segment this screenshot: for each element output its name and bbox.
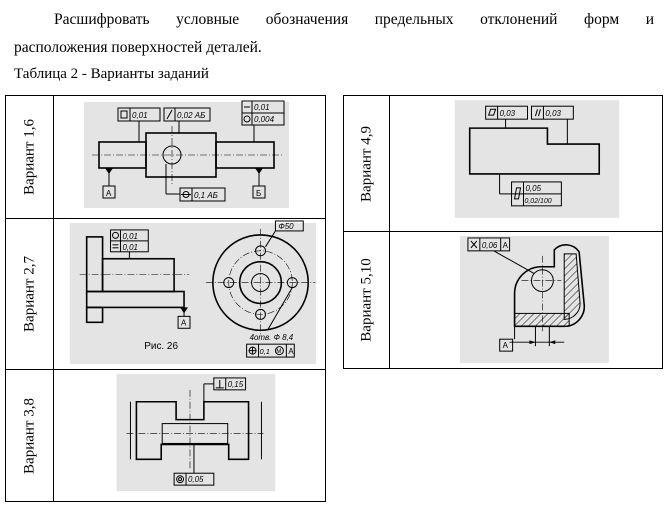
- frame-text: 0,1 АБ: [194, 191, 218, 200]
- table-row-variant-5-10: Вариант 5,10 0,06: [344, 231, 662, 368]
- variant-label: Вариант 5,10: [344, 232, 390, 368]
- frame-text: 0,03: [500, 109, 516, 118]
- variant-label: Вариант 2,7: [6, 219, 54, 369]
- frame-text: 0,1: [260, 347, 270, 356]
- frame-text: 0,05: [188, 475, 204, 484]
- frame-text: 0,05: [526, 184, 542, 193]
- drawing-stepped-block: 0,03 0,03 0,05 0,02/100: [454, 100, 620, 218]
- variant-2-7-drawing: 0,01 0,01 А Рис. 26 Ф50: [54, 219, 325, 369]
- frame-text: 0,01: [122, 243, 137, 252]
- variant-1-6-drawing: 0,01 0,02 АБ 0,01 0,004: [54, 96, 325, 218]
- frame-text: 0,06: [482, 241, 498, 250]
- variant-3-8-drawing: 0,15 0,05: [54, 370, 325, 501]
- frame-text: А: [503, 241, 509, 250]
- intro-line-1: Расшифровать условные обозначения предел…: [54, 11, 654, 28]
- datum-label: А: [106, 189, 112, 198]
- holes-note: 4отв. Ф 8,4: [250, 333, 294, 342]
- variant-label: Вариант 3,8: [6, 370, 54, 501]
- frame-text: 0,03: [545, 109, 561, 118]
- variant-label: Вариант 1,6: [6, 96, 54, 218]
- left-table: Вариант 1,6 0,01 0,02 АБ: [5, 95, 326, 502]
- table-row-variant-1-6: Вариант 1,6 0,01 0,02 АБ: [6, 96, 325, 218]
- variant-4-9-drawing: 0,03 0,03 0,05 0,02/100: [390, 96, 662, 231]
- frame-text: 0,01: [254, 103, 270, 112]
- table-row-variant-2-7: Вариант 2,7: [6, 218, 325, 369]
- variant-5-10-drawing: 0,06 А А: [390, 232, 662, 368]
- right-table: Вариант 4,9 0,03 0,03: [343, 95, 663, 369]
- table-row-variant-4-9: Вариант 4,9 0,03 0,03: [344, 96, 662, 231]
- table-row-variant-3-8: Вариант 3,8 0,15: [6, 369, 325, 501]
- drawing-corner-bracket: 0,06 А А: [459, 235, 609, 364]
- figure-caption: Рис. 26: [144, 341, 178, 352]
- variant-label: Вариант 4,9: [344, 96, 390, 231]
- intro-text: Расшифровать условные обозначения предел…: [14, 6, 654, 62]
- datum-label: А: [181, 318, 187, 327]
- intro-line-2: расположения поверхностей деталей.: [14, 39, 262, 56]
- datum-label: А: [503, 341, 509, 350]
- drawing-bracket: 0,15 0,05: [116, 373, 276, 492]
- dimension-text: Ф50: [278, 222, 294, 231]
- frame-text: 0,01: [122, 232, 137, 241]
- frame-text: 0,02/100: [525, 198, 552, 205]
- frame-text: А: [288, 347, 294, 356]
- frame-text: М: [276, 349, 281, 355]
- table-caption: Таблица 2 - Варианты заданий: [14, 66, 209, 82]
- frame-text: 0,15: [228, 380, 244, 389]
- datum-label: Б: [256, 189, 261, 198]
- drawing-shaft: 0,01 0,02 АБ 0,01 0,004: [84, 100, 289, 208]
- frame-text: 0,02 АБ: [177, 111, 205, 120]
- frame-text: 0,01: [132, 111, 148, 120]
- drawing-flange: 0,01 0,01 А Рис. 26 Ф50: [69, 220, 317, 365]
- frame-text: 0,004: [254, 115, 275, 124]
